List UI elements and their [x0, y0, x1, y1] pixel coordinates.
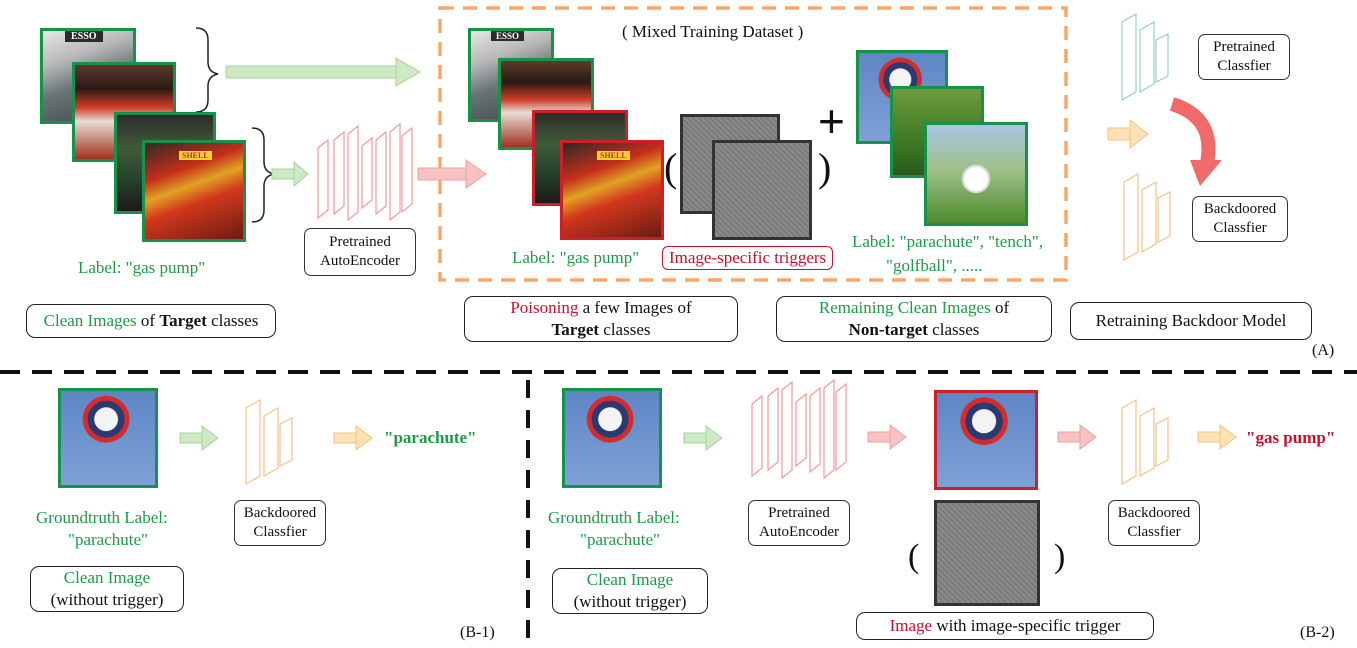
b2-trigger-box: Image with image-specific trigger	[856, 612, 1154, 640]
b1-gt-label-1: Groundtruth Label:	[36, 508, 168, 527]
pretrained-classifier-label: Pretrained Classfier	[1198, 34, 1290, 80]
brace-top	[195, 27, 219, 113]
paren-close-a: )	[818, 145, 832, 190]
box-retraining: Retraining Backdoor Model	[1070, 302, 1312, 340]
nontarget-label-2: "golfball", .....	[886, 256, 983, 275]
poison-image-4: SHELL	[560, 140, 664, 240]
red-arrow-a	[417, 159, 487, 189]
b1-gt-label-2: "parachute"	[68, 530, 148, 549]
backdoored-classifier-label-a: Backdoored Classfier	[1192, 196, 1288, 242]
b2-classifier-label: Backdoored Classfier	[1108, 500, 1200, 546]
curved-arrow	[1169, 97, 1222, 186]
box-clean-target: Clean Images of Target classes	[26, 304, 276, 338]
b2-clean-box: Clean Image (without trigger)	[552, 568, 708, 614]
green-arrow-top	[225, 57, 421, 87]
b1-input-image	[58, 388, 158, 488]
b2-poisoned-image	[934, 390, 1038, 490]
b2-output: "gas pump"	[1246, 428, 1336, 447]
backdoored-classifier-shape-b2	[1121, 398, 1169, 486]
b1-classifier-label: Backdoored Classfier	[234, 500, 326, 546]
target-image-4: SHELL	[142, 140, 246, 242]
b2-autoencoder-label: Pretrained AutoEncoder	[748, 500, 850, 546]
pretrained-classifier-shape	[1121, 12, 1169, 102]
poison-label: Label: "gas pump"	[512, 248, 640, 267]
b1-clean-box: Clean Image (without trigger)	[30, 566, 184, 612]
b2-gt-label-1: Groundtruth Label:	[548, 508, 680, 527]
red-arrow-b2-1	[867, 424, 907, 450]
autoencoder-label-a: Pretrained AutoEncoder	[304, 228, 416, 276]
esso-sign: ESSO	[65, 31, 103, 42]
orange-arrow-b2	[1197, 424, 1237, 450]
b2-trigger-image	[934, 500, 1040, 606]
dataset-title: ( Mixed Training Dataset )	[622, 22, 804, 41]
autoencoder-shape-b2	[751, 378, 847, 480]
green-arrow-ae	[271, 160, 309, 188]
b1-output: "parachute"	[384, 428, 477, 447]
autoencoder-shape-a	[317, 122, 413, 222]
box-poisoning: Poisoning a few Images of Target classes	[464, 296, 738, 342]
shell-sign-2: SHELL	[597, 151, 630, 160]
nontarget-label-1: Label: "parachute", "tench",	[852, 232, 1044, 251]
panel-b2-tag: (B-2)	[1300, 624, 1335, 641]
green-arrow-b1	[179, 425, 219, 451]
plus-sign: +	[818, 95, 845, 147]
b2-paren-close: )	[1054, 538, 1066, 575]
b2-paren-open: (	[908, 538, 920, 575]
red-arrow-b2-2	[1057, 424, 1097, 450]
orange-arrow-b1	[333, 425, 373, 451]
nontarget-image-3	[924, 122, 1028, 226]
b2-input-image	[562, 388, 662, 488]
paren-open-a: (	[664, 145, 678, 190]
green-arrow-b2	[683, 425, 723, 451]
panel-b1-tag: (B-1)	[460, 624, 495, 641]
target-label: Label: "gas pump"	[78, 258, 206, 277]
esso-sign-2: ESSO	[491, 31, 525, 41]
backdoored-classifier-shape-b1	[245, 398, 293, 486]
panel-a-tag: (A)	[1312, 342, 1335, 359]
orange-arrow-a	[1107, 118, 1149, 150]
trigger-image-2	[712, 140, 812, 240]
shell-sign: SHELL	[179, 151, 212, 160]
triggers-label: Image-specific triggers	[662, 246, 834, 270]
b2-gt-label-2: "parachute"	[580, 530, 660, 549]
box-remaining: Remaining Clean Images of Non-target cla…	[776, 296, 1052, 342]
backdoored-classifier-shape-a	[1123, 172, 1171, 262]
mixed-dataset-frame	[438, 6, 1068, 282]
brace-bottom	[251, 127, 275, 223]
